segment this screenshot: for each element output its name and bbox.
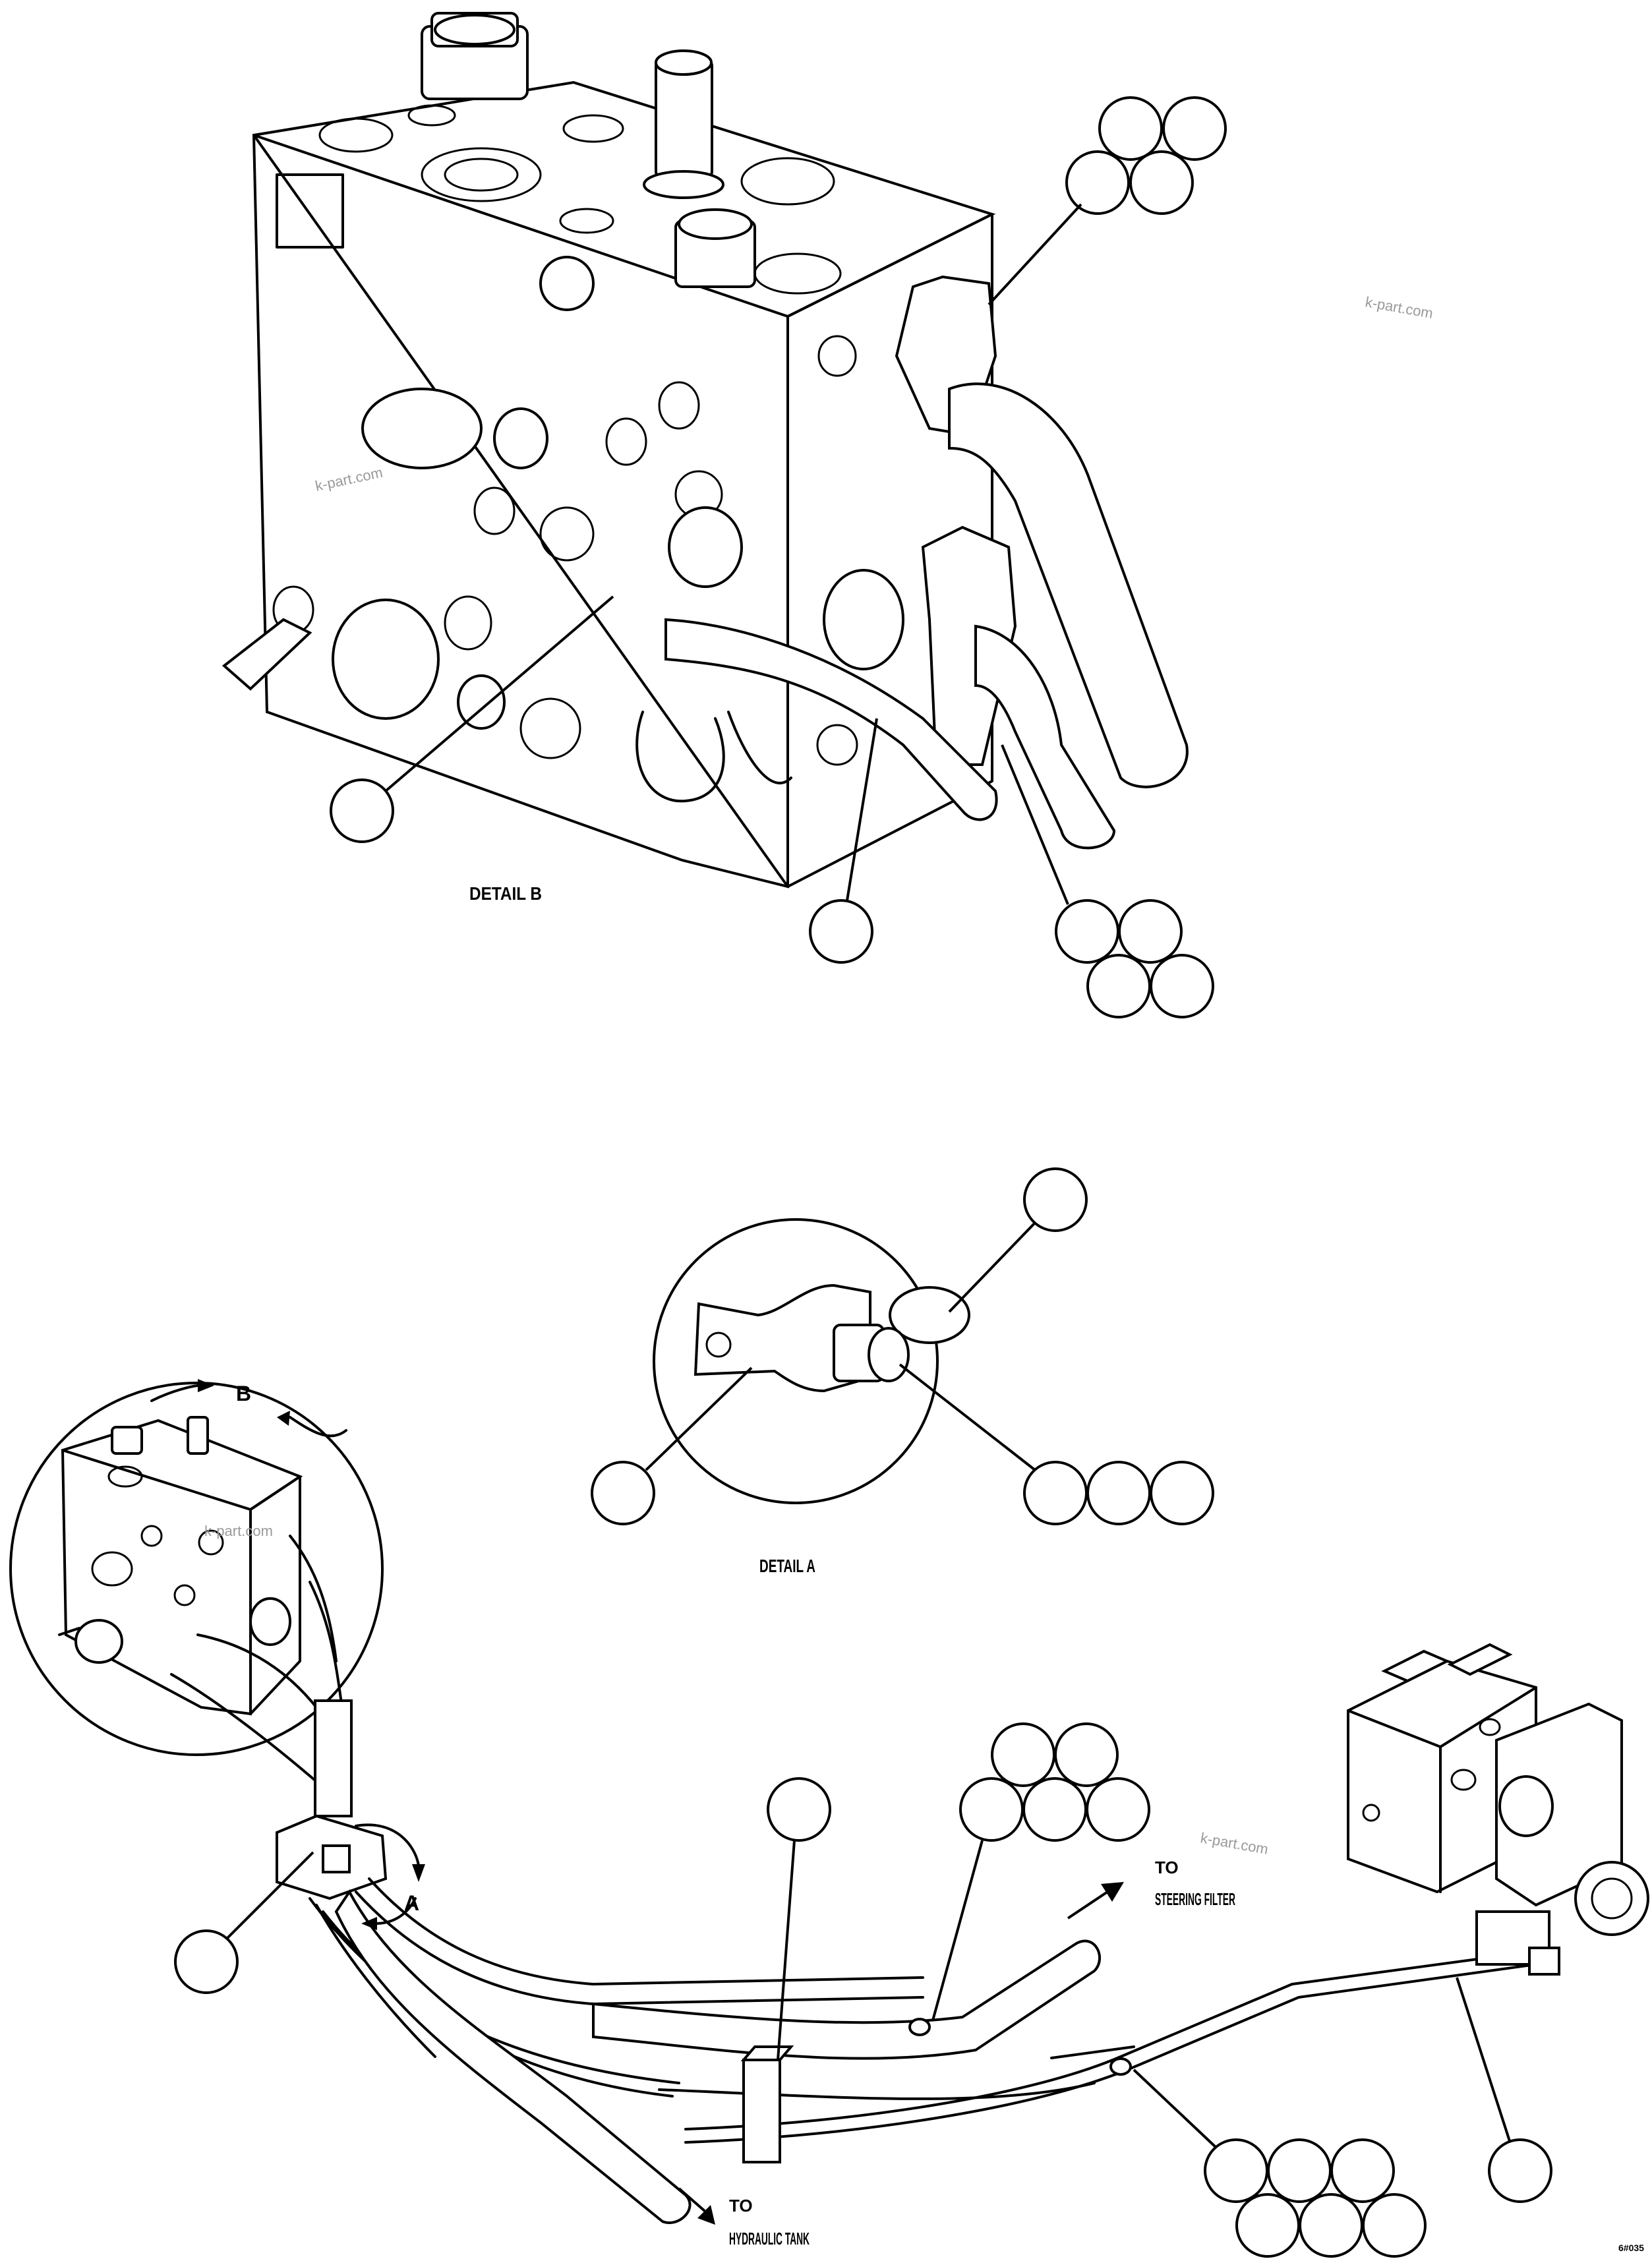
to-tank-label-1: TO bbox=[729, 2196, 753, 2216]
watermark-bottom: k-part.com bbox=[1199, 1829, 1270, 1858]
detail-a-callouts: DETAIL A bbox=[591, 1167, 1214, 1576]
callout-circle bbox=[1023, 1461, 1088, 1525]
callout-circle bbox=[1362, 2193, 1427, 2258]
to-tank-label-2: HYDRAULIC TANK bbox=[729, 2229, 810, 2248]
callout-circle bbox=[1150, 954, 1214, 1018]
callout-circle bbox=[1330, 2138, 1395, 2203]
detail-a-clamp bbox=[653, 1218, 970, 1504]
callout-circle bbox=[1162, 96, 1227, 161]
callout-circle bbox=[174, 1929, 239, 1994]
to-steering-label-1: TO bbox=[1155, 1858, 1179, 1877]
callout-circle bbox=[1118, 899, 1183, 964]
destination-labels: TO STEERING FILTER TO HYDRAULIC TANK bbox=[729, 1858, 1235, 2248]
callout-circle bbox=[1023, 1167, 1088, 1232]
callout-circle bbox=[1204, 2138, 1268, 2203]
callout-circle bbox=[1086, 1777, 1150, 1842]
marker-b-label: B bbox=[236, 1382, 251, 1405]
marker-b: B bbox=[150, 1379, 347, 1438]
callout-circle bbox=[330, 778, 394, 843]
watermark-top: k-part.com bbox=[1364, 293, 1434, 322]
callout-circle bbox=[1299, 2193, 1363, 2258]
callout-circle bbox=[591, 1461, 655, 1525]
callout-circle bbox=[1086, 954, 1151, 1018]
marker-a-label: A bbox=[404, 1891, 419, 1915]
pump-assembly bbox=[1347, 1643, 1649, 1976]
overview-inset: k-part.com bbox=[9, 1382, 384, 1794]
callout-circle bbox=[767, 1777, 831, 1842]
callout-circle bbox=[1098, 96, 1163, 161]
drawing-number: 6#035 bbox=[1618, 2243, 1644, 2253]
to-steering-label-2: STEERING FILTER bbox=[1155, 1889, 1235, 1909]
valve-block-body bbox=[252, 80, 996, 889]
detail-a-label: DETAIL A bbox=[759, 1556, 815, 1576]
clamp-loop bbox=[889, 1286, 970, 1344]
callout-circle bbox=[1235, 2193, 1300, 2258]
overview-callouts bbox=[174, 1722, 1552, 2258]
marker-a: A bbox=[355, 1823, 425, 1930]
clamp-bracket bbox=[693, 1283, 871, 1393]
callout-circle bbox=[1267, 2138, 1332, 2203]
callout-circle bbox=[1054, 1722, 1119, 1787]
callout-circle bbox=[809, 899, 873, 964]
callout-circle bbox=[1129, 150, 1194, 215]
detail-b-callouts: DETAIL B bbox=[330, 96, 1227, 1018]
inset-watermark: k-part.com bbox=[204, 1523, 273, 1539]
callout-circle bbox=[959, 1777, 1024, 1842]
callout-circle bbox=[1055, 899, 1119, 964]
callout-circle bbox=[1065, 150, 1130, 215]
callout-circle bbox=[991, 1722, 1055, 1787]
callout-circle bbox=[1086, 1461, 1151, 1525]
direction-arrows bbox=[678, 1882, 1124, 2225]
overview-piping bbox=[276, 1699, 1537, 2224]
detail-b-label: DETAIL B bbox=[469, 883, 542, 904]
detail-a-circle bbox=[653, 1218, 939, 1504]
callout-circle bbox=[1022, 1777, 1087, 1842]
detail-b-valve-block bbox=[221, 12, 1189, 889]
inset-circle bbox=[9, 1382, 384, 1756]
callout-circle bbox=[1488, 2138, 1552, 2203]
callout-circle bbox=[1150, 1461, 1214, 1525]
